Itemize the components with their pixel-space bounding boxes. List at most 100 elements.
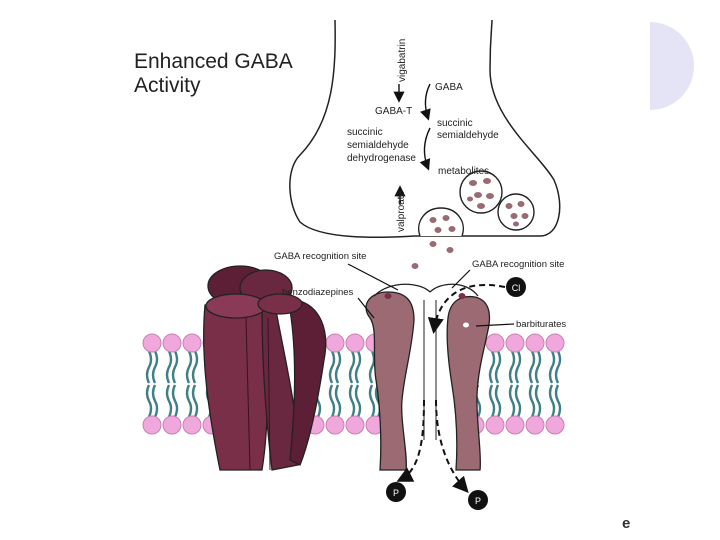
lipid-tail bbox=[508, 384, 516, 418]
chloride-flow-arrow bbox=[427, 283, 506, 334]
lipid-tail bbox=[548, 384, 556, 418]
label-succinic-semialdehyde: succinic semialdehyde bbox=[437, 118, 499, 141]
lipid-tail bbox=[534, 350, 542, 384]
lipid-tail bbox=[334, 384, 342, 418]
gaba-to-gabat-arrow bbox=[420, 83, 431, 121]
barbiturate-site bbox=[463, 322, 469, 328]
benzodiazepine-pointer bbox=[357, 297, 375, 319]
label-benzodiazepines: benzodiazepines bbox=[282, 287, 354, 298]
lipid-tail bbox=[348, 384, 356, 418]
lipid-tail bbox=[328, 350, 336, 384]
lipid-tail bbox=[488, 384, 496, 418]
lipid-tail bbox=[191, 384, 199, 418]
lipid-tail bbox=[528, 384, 536, 418]
lipid-tail bbox=[488, 350, 496, 384]
label-barbiturates: barbiturates bbox=[516, 319, 566, 330]
gaba-binding-site bbox=[458, 293, 466, 299]
lipid-head bbox=[325, 415, 345, 435]
label-gaba-t: GABA-T bbox=[375, 106, 412, 117]
lipid-head bbox=[525, 333, 545, 353]
lipid-tail bbox=[151, 350, 159, 384]
label-metabolites: metabolites bbox=[438, 166, 489, 177]
slide-accent-bar bbox=[650, 22, 694, 110]
lipid-tail bbox=[368, 384, 376, 418]
lipid-tail bbox=[151, 384, 159, 418]
lipid-head bbox=[545, 415, 565, 435]
lipid-tail bbox=[171, 350, 179, 384]
lipid-tail bbox=[348, 350, 356, 384]
synaptic-vesicle bbox=[497, 193, 535, 231]
lipid-tail bbox=[171, 384, 179, 418]
lipid-head bbox=[162, 415, 182, 435]
receptor-protein-complex bbox=[203, 265, 327, 471]
phosphate-left-label: P bbox=[393, 488, 399, 498]
enzyme-line-2: semialdehyde bbox=[347, 140, 409, 151]
label-ssa-dehydrogenase: succinic semialdehyde dehydrogenase bbox=[347, 127, 416, 164]
ssa-line-2: semialdehyde bbox=[437, 130, 499, 141]
lipid-tail bbox=[328, 384, 336, 418]
lipid-tail bbox=[354, 350, 362, 384]
label-gaba-site-right: GABA recognition site bbox=[472, 259, 564, 270]
chloride-ion bbox=[506, 277, 526, 297]
phosphate-left bbox=[386, 482, 406, 502]
phosphate-right bbox=[468, 490, 488, 510]
lipid-tail bbox=[334, 350, 342, 384]
channel-subunit-left bbox=[365, 291, 415, 471]
enzyme-line-3: dehydrogenase bbox=[347, 153, 416, 164]
lipid-tail bbox=[165, 384, 173, 418]
flow-arrow-left bbox=[396, 399, 425, 482]
lipid-head bbox=[182, 415, 202, 435]
lipid-tail bbox=[514, 384, 522, 418]
lipid-tail bbox=[508, 350, 516, 384]
lipid-head bbox=[505, 333, 525, 353]
chloride-label: Cl bbox=[512, 283, 521, 293]
benzodiazepine-site bbox=[384, 293, 392, 299]
lipid-bilayer bbox=[142, 333, 565, 435]
ssa-line-1: succinic bbox=[437, 118, 473, 129]
lipid-head bbox=[142, 333, 162, 353]
lipid-head bbox=[345, 415, 365, 435]
lipid-tail bbox=[145, 384, 153, 418]
phosphate-right-label: P bbox=[475, 496, 481, 506]
label-vigabatrin: vigabatrin bbox=[397, 39, 408, 82]
flow-arrow-right bbox=[435, 399, 469, 493]
lipid-head bbox=[505, 415, 525, 435]
label-gaba: GABA bbox=[435, 82, 463, 93]
gaba-site-left-pointer bbox=[347, 263, 399, 291]
lipid-head bbox=[345, 333, 365, 353]
lipid-tail bbox=[548, 350, 556, 384]
lipid-tail bbox=[528, 350, 536, 384]
corner-logo-mark: e bbox=[622, 515, 631, 532]
lipid-head bbox=[485, 333, 505, 353]
channel-vestibule bbox=[373, 283, 479, 297]
lipid-head bbox=[182, 333, 202, 353]
lipid-tail bbox=[494, 384, 502, 418]
lipid-head bbox=[525, 415, 545, 435]
lipid-head bbox=[485, 415, 505, 435]
released-gaba bbox=[429, 241, 437, 247]
title-line-1: Enhanced GABA bbox=[134, 50, 293, 73]
title-line-2: Activity bbox=[134, 74, 201, 97]
synaptic-vesicle bbox=[459, 170, 503, 214]
label-valproate: valproate bbox=[396, 190, 407, 232]
released-gaba bbox=[446, 247, 454, 253]
lipid-tail bbox=[185, 350, 193, 384]
lipid-tail bbox=[494, 350, 502, 384]
lipid-tail bbox=[354, 384, 362, 418]
lipid-head bbox=[325, 333, 345, 353]
lipid-tail bbox=[514, 350, 522, 384]
label-gaba-site-left: GABA recognition site bbox=[274, 251, 366, 262]
presynaptic-terminal bbox=[289, 19, 561, 239]
lipid-head bbox=[142, 415, 162, 435]
enzyme-line-1: succinic bbox=[347, 127, 383, 138]
lipid-head bbox=[162, 333, 182, 353]
channel-subunit-right bbox=[446, 295, 491, 471]
ssa-dehydrogenase-arrow bbox=[419, 127, 431, 171]
lipid-tail bbox=[185, 384, 193, 418]
fusing-vesicle bbox=[418, 207, 464, 237]
lipid-tail bbox=[554, 350, 562, 384]
lipid-tail bbox=[165, 350, 173, 384]
lipid-tail bbox=[145, 350, 153, 384]
lipid-tail bbox=[368, 350, 376, 384]
